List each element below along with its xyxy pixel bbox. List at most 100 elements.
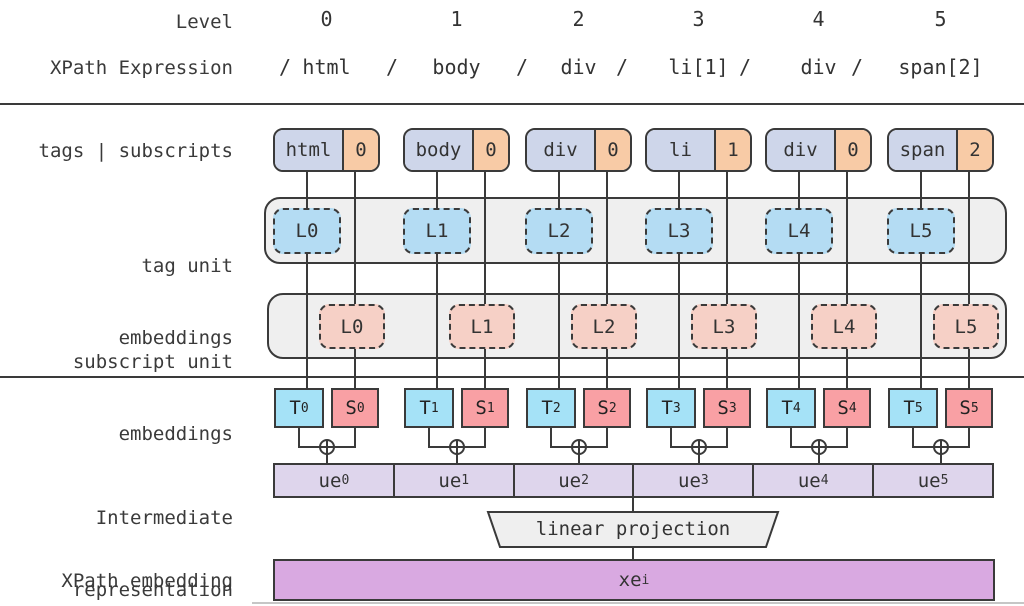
xpath-token: div — [800, 55, 837, 79]
ue-label: ue — [917, 469, 941, 492]
t-label: T — [289, 397, 301, 419]
s-label: S — [597, 397, 609, 419]
ue-label: ue — [318, 469, 342, 492]
t-label: T — [903, 397, 915, 419]
ue-label: ue — [797, 469, 821, 492]
intermediate-label-line2: representation — [72, 579, 233, 601]
t-label: T — [541, 397, 553, 419]
linear-projection-trapezoid — [486, 511, 780, 548]
s-label: S — [717, 397, 729, 419]
xpath-slash: / — [515, 55, 529, 79]
xe-label: xe — [618, 569, 642, 591]
tag-subscript-value: 0 — [342, 130, 378, 170]
level-number: 3 — [692, 7, 705, 31]
s-label: S — [345, 397, 357, 419]
ue-subscript: 2 — [581, 473, 589, 488]
xpath-slash: / — [278, 55, 292, 79]
tag-subscript-box: span 2 — [887, 128, 994, 172]
ue-label: ue — [558, 469, 582, 492]
xpath-slash: / — [385, 55, 399, 79]
xpath-token: body — [432, 55, 481, 79]
header-separator-line — [0, 103, 1024, 105]
subscript-unit-embedding-box: L4 — [811, 304, 877, 349]
tag-unit-embedding-box: L1 — [403, 208, 471, 254]
s-label: S — [959, 397, 971, 419]
bottom-baseline — [252, 602, 1024, 604]
ue-label: ue — [678, 469, 701, 492]
tag-unit-embedding-box: L5 — [887, 208, 955, 254]
tag-unit-embedding-box: L3 — [645, 208, 713, 254]
ue-label: ue — [438, 469, 462, 492]
ue-subscript: 0 — [341, 473, 350, 488]
s-subscript: 2 — [608, 400, 617, 416]
ue-subscript: 5 — [940, 473, 949, 488]
s-subscript: 0 — [356, 400, 365, 416]
level-row-label: Level — [175, 11, 233, 33]
tag-subscript-value: 0 — [472, 130, 508, 170]
tag-subscript-box: div 0 — [525, 128, 632, 172]
s-subscript: 4 — [848, 400, 857, 416]
tag-subscript-box: div 0 — [765, 128, 872, 172]
subscript-unit-embedding-box: L0 — [319, 304, 385, 349]
embedding-separator-line — [0, 376, 1024, 378]
xpath-token: span[2] — [898, 55, 983, 79]
tag-name: span — [889, 130, 956, 170]
tag-name: div — [767, 130, 834, 170]
subscript-unit-embedding-box: L2 — [571, 304, 637, 349]
subscript-unit-label-line2: embeddings — [118, 423, 233, 445]
tag-subscript-value: 1 — [714, 130, 750, 170]
subscript-unit-embeddings-row-label: subscript unit embeddings — [0, 302, 233, 494]
tag-name: div — [527, 130, 594, 170]
xpath-slash: / — [738, 55, 752, 79]
ue-subscript: 1 — [461, 473, 470, 488]
s-label: S — [475, 397, 487, 419]
xpath-token: html — [302, 55, 351, 79]
t-subscript: 4 — [792, 400, 801, 416]
ue-subscript: 3 — [700, 473, 709, 488]
level-number: 4 — [812, 7, 825, 31]
tag-unit-embedding-box: L0 — [273, 208, 341, 254]
tag-subscript-value: 0 — [834, 130, 870, 170]
xpath-slash: / — [615, 55, 629, 79]
s-label: S — [837, 397, 849, 419]
tag-name: li — [647, 130, 714, 170]
tags-subscripts-row-label: tags | subscripts — [38, 140, 233, 162]
t-subscript: 5 — [914, 400, 923, 416]
tag-unit-label-line1: tag unit — [141, 255, 233, 277]
ue-subscript: 4 — [820, 473, 829, 488]
t-subscript: 0 — [300, 400, 309, 416]
tag-subscript-box: body 0 — [403, 128, 510, 172]
s-subscript: 5 — [970, 400, 979, 416]
tag-subscript-box: html 0 — [273, 128, 380, 172]
subscript-unit-embedding-box: L5 — [933, 304, 999, 349]
subscript-unit-embedding-box: L1 — [449, 304, 515, 349]
linear-projection-label: linear projection — [535, 518, 731, 540]
t-label: T — [781, 397, 793, 419]
tag-subscript-value: 2 — [956, 130, 992, 170]
tag-unit-embedding-box: L2 — [525, 208, 593, 254]
level-number: 1 — [450, 7, 463, 31]
xpath-embedding-row-label: XPath embedding — [61, 570, 233, 592]
t-subscript: 1 — [430, 400, 439, 416]
t-subscript: 2 — [552, 400, 561, 416]
level-number: 5 — [934, 7, 947, 31]
tag-unit-embedding-box: L4 — [765, 208, 833, 254]
